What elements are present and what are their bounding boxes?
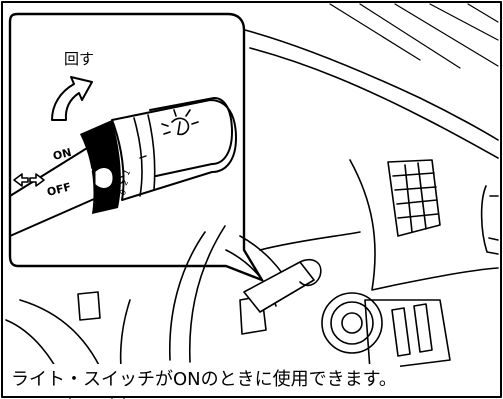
usage-note-caption: ライト・スイッチがONのときに使用できます。	[8, 364, 400, 396]
fog-on-rays	[83, 167, 93, 183]
fog-light-icon	[95, 147, 119, 165]
rotary-ring-dark	[80, 120, 121, 214]
rotate-label: 回す	[64, 50, 94, 68]
console-outline	[349, 159, 499, 291]
switch-barrel	[111, 99, 237, 201]
round-dial-center	[341, 312, 363, 334]
dashboard-top-inner	[249, 47, 499, 159]
fog-on-symbol	[95, 168, 113, 188]
round-dial	[321, 292, 383, 354]
barrel-ring-line	[133, 114, 156, 197]
small-lever	[243, 258, 322, 313]
rotate-arrow-icon	[51, 76, 93, 121]
switch-on-label: ON	[52, 146, 73, 163]
callout-frame	[8, 12, 264, 282]
inset-callout	[8, 12, 264, 282]
air-vent	[387, 159, 441, 237]
steering-wheel-arc	[168, 225, 226, 363]
switch-position-1: 1	[122, 168, 132, 177]
dashboard-top	[244, 29, 499, 141]
control-slots	[391, 303, 433, 357]
side-vent	[480, 185, 499, 255]
switch-knob	[149, 97, 233, 177]
barrel-markers	[117, 155, 147, 185]
switch-position-0: 0	[118, 188, 128, 197]
left-small-panel	[77, 291, 101, 321]
lower-dash-line	[259, 231, 361, 251]
switch-off-label: OFF	[46, 180, 73, 199]
console-lower	[364, 299, 451, 371]
turn-arrows-icon	[13, 173, 45, 187]
headlight-icon	[161, 109, 199, 136]
windshield-lines	[329, 3, 499, 69]
switch-position-2: 2	[120, 178, 130, 187]
round-dial-inner	[330, 301, 374, 345]
